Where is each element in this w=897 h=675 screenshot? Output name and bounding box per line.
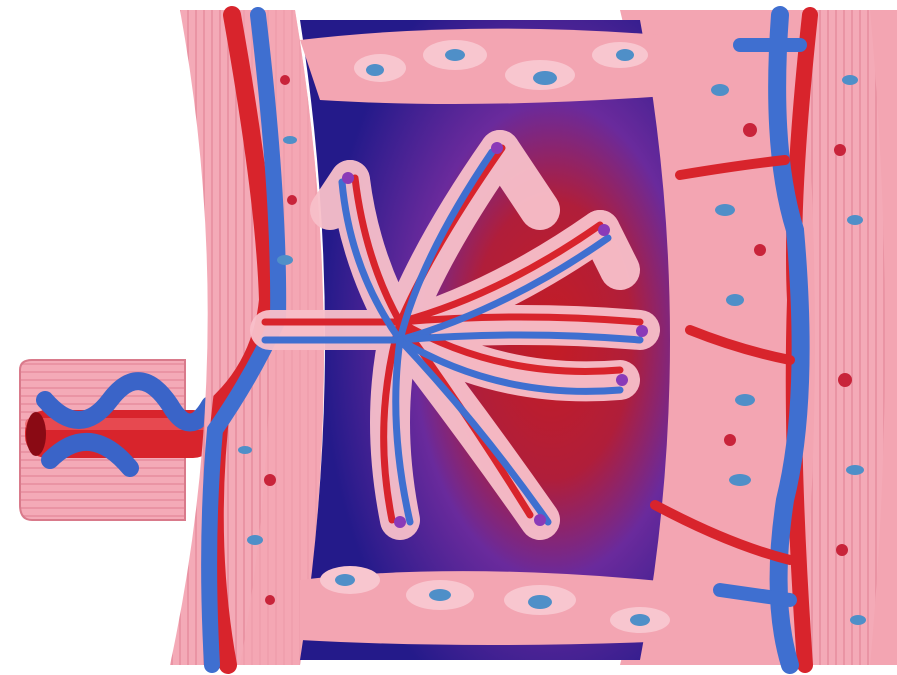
umbilical-cord <box>20 360 215 520</box>
placental-septum-top <box>300 29 680 104</box>
